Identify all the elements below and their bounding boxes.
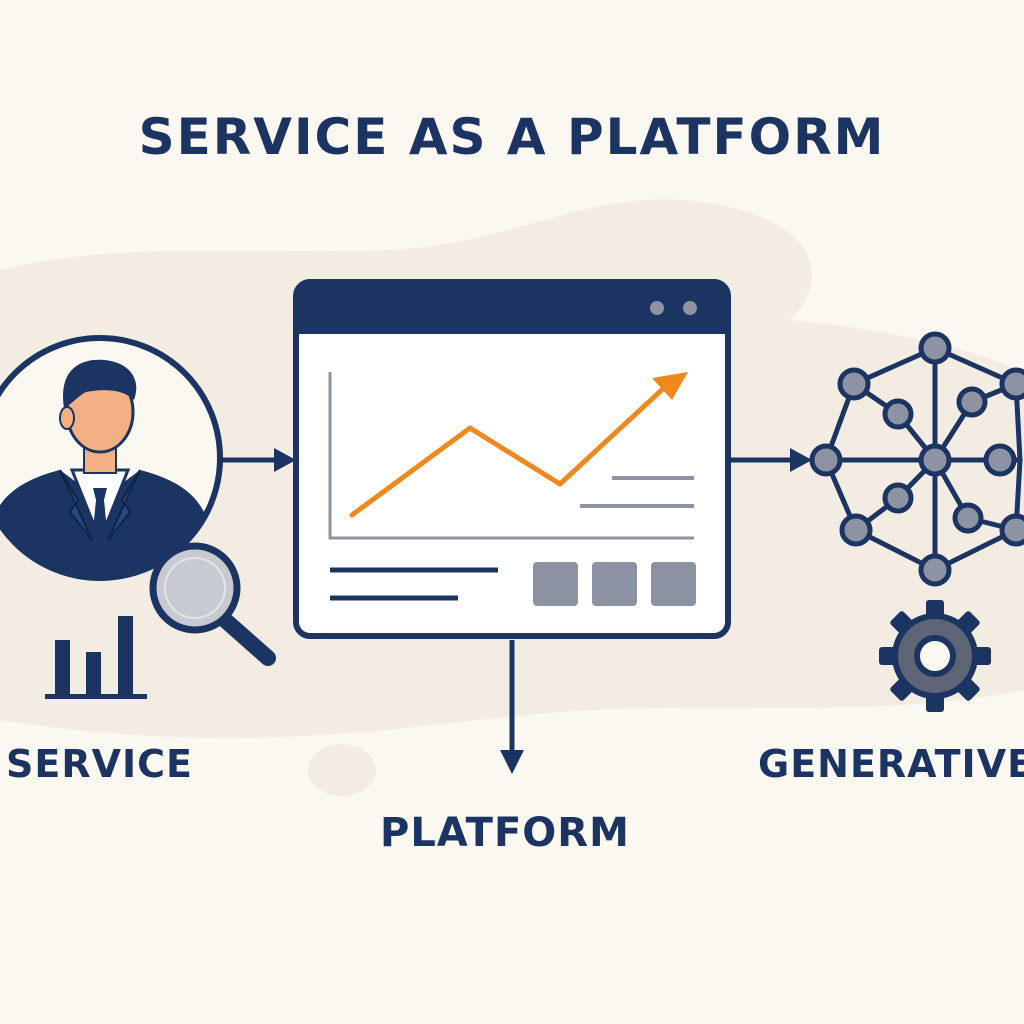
service-label: SERVICE: [6, 742, 193, 786]
bar-chart-icon: [45, 616, 147, 699]
generative-label: GENERATIVE: [758, 742, 1024, 786]
magnifier-icon: [149, 542, 276, 666]
trend-line: [349, 383, 669, 518]
arrow-service-to-platform: [222, 448, 296, 472]
arrow-platform-to-generative: [730, 448, 812, 472]
gear-icon: [879, 600, 991, 712]
window-dot-1: [650, 301, 664, 315]
platform-label: PLATFORM: [380, 810, 630, 856]
background-dot: [308, 744, 376, 796]
page-title: SERVICE AS A PLATFORM: [138, 108, 886, 166]
platform-window-icon: [293, 279, 731, 639]
arrow-platform-down: [500, 640, 524, 774]
network-nodes: [809, 331, 1024, 587]
service-icon: [0, 335, 223, 581]
trend-arrowhead: [652, 372, 688, 400]
window-dot-2: [683, 301, 697, 315]
